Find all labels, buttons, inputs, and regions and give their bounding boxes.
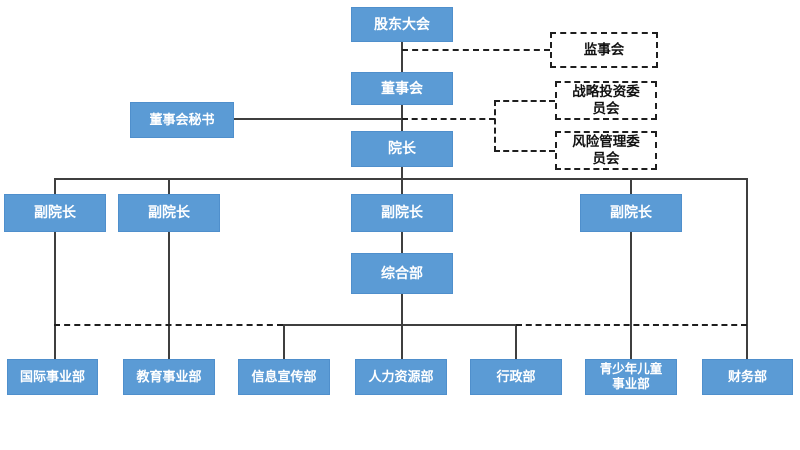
node-vice-dean-2: 副院长 [118, 194, 220, 232]
connector-committee-stem-dashed [402, 118, 495, 120]
connector-bottom-dashed-right [516, 324, 747, 326]
connector-drop-administration [515, 325, 517, 359]
connector-drop-information [283, 325, 285, 359]
node-information-publicity-department: 信息宣传部 [238, 359, 330, 395]
connector-strategy-arm-dashed [494, 100, 555, 102]
connector-risk-arm-dashed [494, 150, 555, 152]
connector-vice3-general [401, 232, 403, 253]
connector-supervisory-dashed [402, 49, 550, 51]
node-board-secretary: 董事会秘书 [130, 102, 234, 138]
connector-committee-bracket-dashed [494, 100, 496, 152]
connector-right-vertical [746, 179, 748, 359]
connector-dean-mainline [401, 167, 403, 179]
connector-drop-vice3 [401, 179, 403, 194]
connector-general-hr [401, 294, 403, 359]
node-youth-children-division: 青少年儿童 事业部 [585, 359, 677, 395]
connector-drop-vice4 [630, 179, 632, 194]
node-risk-management-committee: 风险管理委 员会 [555, 131, 657, 170]
connector-vice2-education [168, 232, 170, 359]
node-strategic-investment-committee: 战略投资委 员会 [555, 81, 657, 120]
node-international-division: 国际事业部 [7, 359, 98, 395]
node-supervisory-board: 监事会 [550, 32, 658, 68]
node-general-department: 综合部 [351, 253, 453, 294]
connector-drop-vice1 [54, 179, 56, 194]
node-vice-dean-3: 副院长 [351, 194, 453, 232]
node-board-of-directors: 董事会 [351, 72, 453, 105]
connector-shareholders-board [401, 42, 403, 72]
connector-bottom-solid-mid [283, 324, 516, 326]
node-shareholders-meeting: 股东大会 [351, 7, 453, 42]
node-finance-department: 财务部 [702, 359, 793, 395]
node-dean: 院长 [351, 131, 453, 167]
node-education-division: 教育事业部 [123, 359, 215, 395]
node-vice-dean-4: 副院长 [580, 194, 682, 232]
node-human-resources-department: 人力资源部 [355, 359, 447, 395]
connector-secretary-trunk [234, 118, 402, 120]
connector-drop-vice2 [168, 179, 170, 194]
node-vice-dean-1: 副院长 [4, 194, 106, 232]
connector-bottom-dashed-left [54, 324, 283, 326]
connector-vice1-international [54, 232, 56, 359]
node-administration-department: 行政部 [470, 359, 562, 395]
connector-vice4-youth [630, 232, 632, 359]
